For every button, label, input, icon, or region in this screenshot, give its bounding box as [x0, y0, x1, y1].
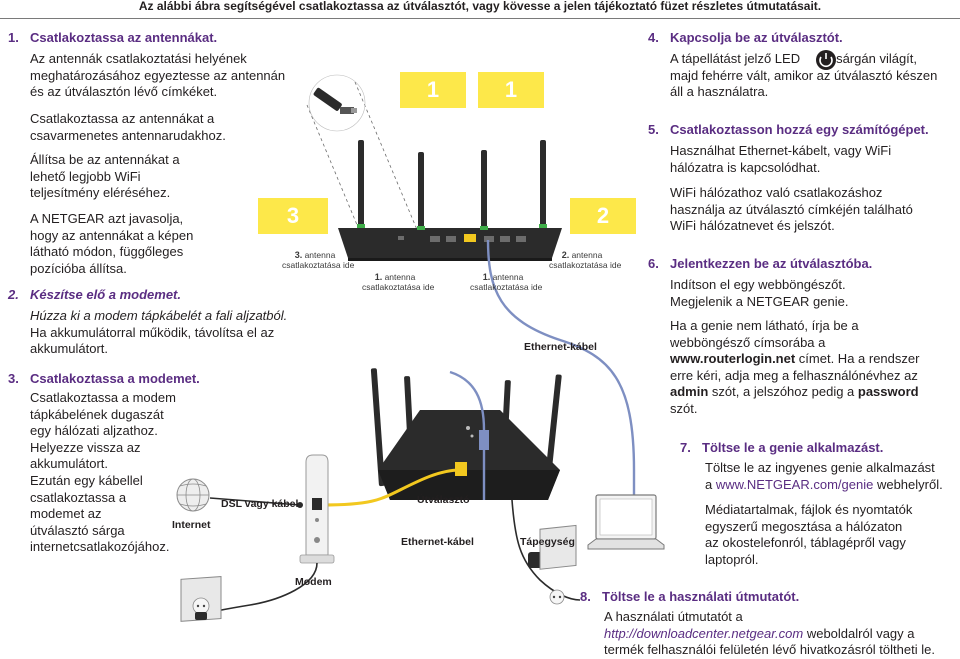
label-internet: Internet: [172, 519, 211, 531]
step-8-p1: A használati útmutatót a http://download…: [604, 609, 935, 658]
label-router: Útválasztó: [417, 494, 470, 506]
step-2-heading: 2.Készítse elő a modemet.: [8, 287, 181, 302]
label-ethernet-bottom: Ethernet-kábel: [401, 536, 474, 548]
power-led-icon: [816, 50, 836, 70]
router-icon: [370, 368, 562, 500]
genie-url[interactable]: www.NETGEAR.com/genie: [715, 476, 874, 492]
downloadcenter-url[interactable]: http://downloadcenter.netgear.com: [604, 625, 804, 641]
routerlogin-url[interactable]: www.routerlogin.net: [670, 351, 796, 367]
step-7-p1: Töltse le az ingyenes genie alkalmazást …: [705, 460, 943, 492]
label-dsl: DSL vagy kábel: [221, 498, 299, 510]
label-ethernet-top: Ethernet-kábel: [524, 341, 597, 353]
step-6-p1: Indítson el egy webböngészőt.Megjelenik …: [670, 277, 849, 309]
callout-1-right: 1: [478, 72, 544, 108]
wall-outlet-icon: [539, 524, 577, 605]
step-1-heading: 1.Csatlakoztassa az antennákat.: [8, 30, 218, 45]
step-3-heading: 3.Csatlakoztassa a modemet.: [8, 371, 200, 386]
laptop-icon: [587, 494, 665, 550]
ethernet-cable: [486, 239, 636, 500]
label-power: Tápegység: [520, 536, 575, 548]
wall-outlet-icon: [180, 576, 222, 622]
step-8-heading: 8.Töltse le a használati útmutatót.: [580, 589, 800, 604]
step-2-p1: Húzza ki a modem tápkábelét a fali aljza…: [30, 308, 288, 357]
callout-3: 3: [258, 198, 328, 234]
router-icon: [338, 140, 562, 261]
label-modem: Modem: [295, 576, 332, 588]
step-4-heading: 4.Kapcsolja be az útválasztót.: [648, 30, 843, 45]
step-1-p4: A NETGEAR azt javasolja,hogy az antennák…: [30, 211, 194, 276]
leader-lines: [306, 81, 419, 233]
header-rule: [0, 18, 960, 19]
globe-icon: [176, 478, 210, 512]
page-header: Az alábbi ábra segítségével csatlakoztas…: [138, 0, 822, 13]
step-7-heading: 7.Töltse le a genie alkalmazást.: [680, 440, 884, 455]
modem-icon: [299, 454, 335, 564]
step-6-p2: Ha a genie nem látható, írja be a webbön…: [670, 318, 920, 416]
step-6-heading: 6.Jelentkezzen be az útválasztóba.: [648, 256, 873, 271]
callout-2: 2: [570, 198, 636, 234]
callout-1-left: 1: [400, 72, 466, 108]
dsl-cable: [321, 468, 461, 507]
antenna-icon: [308, 74, 366, 132]
step-5-heading: 5.Csatlakoztasson hozzá egy számítógépet…: [648, 122, 929, 137]
